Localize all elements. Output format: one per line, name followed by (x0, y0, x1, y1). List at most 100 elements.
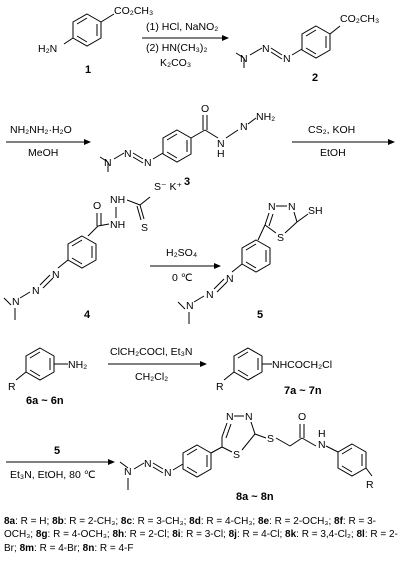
legend-compound-id: 8d (189, 516, 201, 527)
compound-range-label: 8a ~ 8n (236, 491, 274, 503)
compound-1: CO₂CH₃ H₂N 1 (38, 5, 153, 76)
nh-group-2: NH (110, 219, 125, 231)
r-substituent: R (8, 381, 16, 393)
thiolate-potassium: S⁻ K⁺ (154, 181, 182, 193)
legend-compound-id: 8e (257, 516, 270, 527)
triazene-n1: N (104, 157, 112, 169)
legend-substituent: : R = 3-Cl; (180, 529, 229, 541)
legend-entry: 8g: R = 4-OCH₃; (36, 529, 113, 540)
triazene-n2: N (144, 458, 152, 470)
thiadiazole-n1: N (226, 411, 234, 423)
legend-entry: 8i: R = 3-Cl; (172, 529, 228, 540)
step-6: 5 Et₃N, EtOH, 80 ℃ (6, 445, 115, 481)
triazene-n2: N (262, 43, 270, 55)
ester-group: CO₂CH₃ (340, 13, 379, 25)
benzene-ring (25, 347, 55, 381)
triazene-n3: N (164, 467, 172, 479)
legend-substituent: : R = 4-F (94, 542, 134, 554)
legend-compound-id: 8n (82, 542, 95, 554)
legend-entry: 8l: R = 2-Br; (4, 529, 398, 553)
triazene-n1: N (124, 466, 132, 478)
triazene-n3: N (52, 269, 60, 281)
amide-h: H (318, 428, 326, 440)
step-1: (1) HCl, NaNO₂ (2) HN(CH₃)₂ K₂CO₃ (142, 21, 229, 69)
legend-compound-id: 8a (4, 516, 16, 527)
compound-4: S⁻ K⁺ S NH NH O N N N 4 (3, 181, 182, 321)
legend-entry: 8b: R = 2-CH₃; (52, 516, 121, 527)
reagent-line-2: (2) HN(CH₃)₂ (146, 42, 207, 54)
triazene-n1: N (12, 296, 20, 308)
legend-compound-id: 8m (19, 542, 35, 554)
reagent-line-1: (1) HCl, NaNO₂ (146, 21, 218, 33)
reagent-line-1: CS₂, KOH (308, 124, 355, 136)
step-4: H₂SO₄ 0 ℃ (150, 247, 221, 284)
substituent-legend: 8a: R = H; 8b: R = 2-CH₃; 8c: R = 3-CH₃;… (4, 515, 398, 555)
legend-entry: 8n: R = 4-F (83, 543, 134, 554)
legend-substituent: : R = 3-CH₃; (132, 516, 190, 527)
carbonyl-oxygen: O (201, 103, 209, 115)
thiadiazole-n1: N (268, 201, 276, 213)
legend-compound-id: 8i (172, 529, 181, 541)
compound-5: N N S SH N N N 5 (177, 201, 323, 324)
compound-range-label: 7a ~ 7n (284, 385, 322, 397)
triazene-n2: N (206, 289, 214, 301)
reagent-line-1: ClCH₂COCl, Et₃N (110, 346, 192, 358)
legend-substituent: : R = 4-OCH₃; (47, 529, 113, 541)
thiocarbonyl-s: S (141, 222, 148, 234)
benzene-ring (233, 347, 263, 381)
legend-compound-id: 8k (285, 529, 297, 541)
reagent-line-2: MeOH (28, 147, 58, 159)
legend-entry: 8j: R = 4-Cl; (229, 529, 285, 540)
legend-entry: 8k: R = 3,4-Cl₂; (285, 529, 356, 540)
step-5: ClCH₂COCl, Et₃N CH₂Cl₂ (108, 346, 207, 383)
hydrazide-n: N (217, 138, 225, 150)
ester-group: CO₂CH₃ (114, 5, 153, 17)
step-3: CS₂, KOH EtOH (292, 124, 395, 159)
legend-substituent: : R = 2-CH₃; (63, 516, 121, 527)
amine-group: NH₂ (68, 359, 87, 371)
legend-substituent: : R = 3,4-Cl₂; (296, 529, 357, 541)
chloroacetamide-chain: NHCOCH₂Cl (272, 359, 332, 371)
legend-substituent: : R = 2-Cl; (124, 529, 173, 541)
benzene-ring (337, 443, 367, 477)
thiol-group: SH (308, 205, 323, 217)
reagent-line-2: CH₂Cl₂ (135, 371, 168, 383)
legend-compound-id: 8l (356, 529, 365, 541)
reagent-line-1: NH₂NH₂·H₂O (10, 124, 72, 136)
legend-compound-id: 8h (112, 529, 125, 541)
compound-number: 4 (84, 309, 91, 321)
legend-substituent: : R = 4-Br; (34, 542, 83, 554)
legend-compound-id: 8f (334, 516, 343, 527)
compound-range-label: 6a ~ 6n (26, 395, 64, 407)
legend-compound-id: 8g (35, 529, 48, 541)
thiadiazole-n2: N (245, 411, 253, 423)
r-substituent: R (216, 381, 224, 393)
amide-n: N (318, 439, 326, 451)
legend-compound-id: 8b (52, 516, 64, 527)
benzene-ring (241, 239, 271, 273)
step-2: NH₂NH₂·H₂O MeOH (6, 124, 91, 159)
legend-entry: 8m: R = 4-Br; (20, 543, 83, 554)
legend-compound-id: 8c (120, 516, 133, 527)
legend-substituent: : R = H; (15, 516, 53, 527)
legend-substituent: : R = 3-OCH₃; (4, 516, 376, 541)
legend-compound-id: 8j (228, 529, 237, 541)
hydrazide-n2: N (240, 121, 248, 133)
triazene-n1: N (186, 300, 194, 312)
compound-number: 2 (312, 72, 318, 84)
compound-8: N N N N N S S O N H (119, 411, 374, 503)
compound-2: N N N CO₂CH₃ 2 (235, 13, 379, 84)
compound-number: 1 (85, 64, 91, 76)
legend-entry: 8f: R = 3-OCH₃; (4, 516, 376, 540)
legend-substituent: : R = 4-CH₃; (200, 516, 258, 527)
triazene-n3: N (226, 273, 234, 285)
legend-entry: 8h: R = 2-Cl; (112, 529, 172, 540)
legend-substituent: : R = 4-Cl; (236, 529, 286, 541)
triazene-n3: N (144, 157, 152, 169)
carbonyl-oxygen: O (298, 411, 306, 423)
legend-entry: 8e: R = 2-OCH₃; (258, 516, 334, 527)
triazene-n1: N (240, 53, 248, 65)
compound-number: 5 (257, 309, 263, 321)
legend-entry: 8c: R = 3-CH₃; (121, 516, 189, 527)
